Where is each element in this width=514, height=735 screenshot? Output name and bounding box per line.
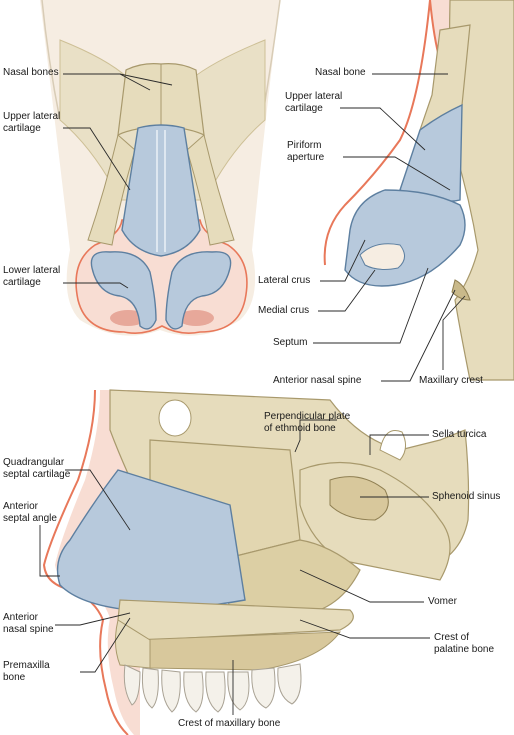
frontal-view (40, 0, 281, 336)
upper-lateral-cartilage-front (121, 124, 201, 257)
alar-cartilage-lateral (344, 189, 466, 287)
label-vomer: Vomer (428, 596, 457, 607)
lower-lateral-cartilage-left (90, 251, 157, 330)
label-sphenoid-sinus: Sphenoid sinus (432, 491, 501, 502)
label-perp-plate-line1: Perpendicular plate (264, 411, 351, 422)
label-crest-palatine-line2: palatine bone (434, 644, 495, 655)
label-anterior-nasal-spine-line1: Anterior (3, 612, 39, 623)
label-anterior-nasal-spine-line2: nasal spine (3, 624, 54, 635)
lateral-view (323, 0, 514, 381)
label-piriform-line2: aperture (287, 152, 325, 163)
sphenoid-sinus (329, 476, 389, 521)
label-upper-lateral-side-line2: cartilage (285, 103, 323, 114)
label-quadrangular-line1: Quadrangular (3, 457, 65, 468)
label-upper-lateral-line1: Upper lateral (3, 111, 61, 122)
label-sella-turcica: Sella turcica (432, 429, 487, 440)
label-piriform-line1: Piriform (287, 140, 322, 151)
label-anterior-septal-line2: septal angle (3, 513, 57, 524)
label-medial-crus: Medial crus (258, 305, 310, 316)
label-crest-palatine-line1: Crest of (434, 632, 470, 643)
teeth (123, 663, 302, 713)
label-upper-lateral-side-line1: Upper lateral (285, 91, 343, 102)
label-perp-plate-line2: of ethmoid bone (264, 423, 336, 434)
label-premaxilla-line2: bone (3, 672, 26, 683)
leader-lines (39, 73, 466, 715)
label-anterior-nasal-spine-top: Anterior nasal spine (273, 375, 362, 386)
sagittal-view (0, 389, 470, 735)
label-lower-lateral-line1: Lower lateral (3, 265, 61, 276)
label-quadrangular-line2: septal cartilage (3, 469, 71, 480)
sagittal-skin-outline (0, 395, 130, 735)
label-lower-lateral-line2: cartilage (3, 277, 41, 288)
label-anterior-septal-line1: Anterior (3, 501, 39, 512)
label-upper-lateral-line2: cartilage (3, 123, 41, 134)
label-nasal-bone: Nasal bone (315, 67, 366, 78)
lower-lateral-cartilage-right (165, 251, 232, 330)
label-septum: Septum (273, 337, 308, 348)
label-premaxilla-line1: Premaxilla (3, 660, 50, 671)
label-crest-maxillary: Crest of maxillary bone (178, 718, 281, 729)
label-nasal-bones: Nasal bones (3, 67, 59, 78)
label-lateral-crus: Lateral crus (258, 275, 311, 286)
label-maxillary-crest: Maxillary crest (419, 375, 483, 386)
